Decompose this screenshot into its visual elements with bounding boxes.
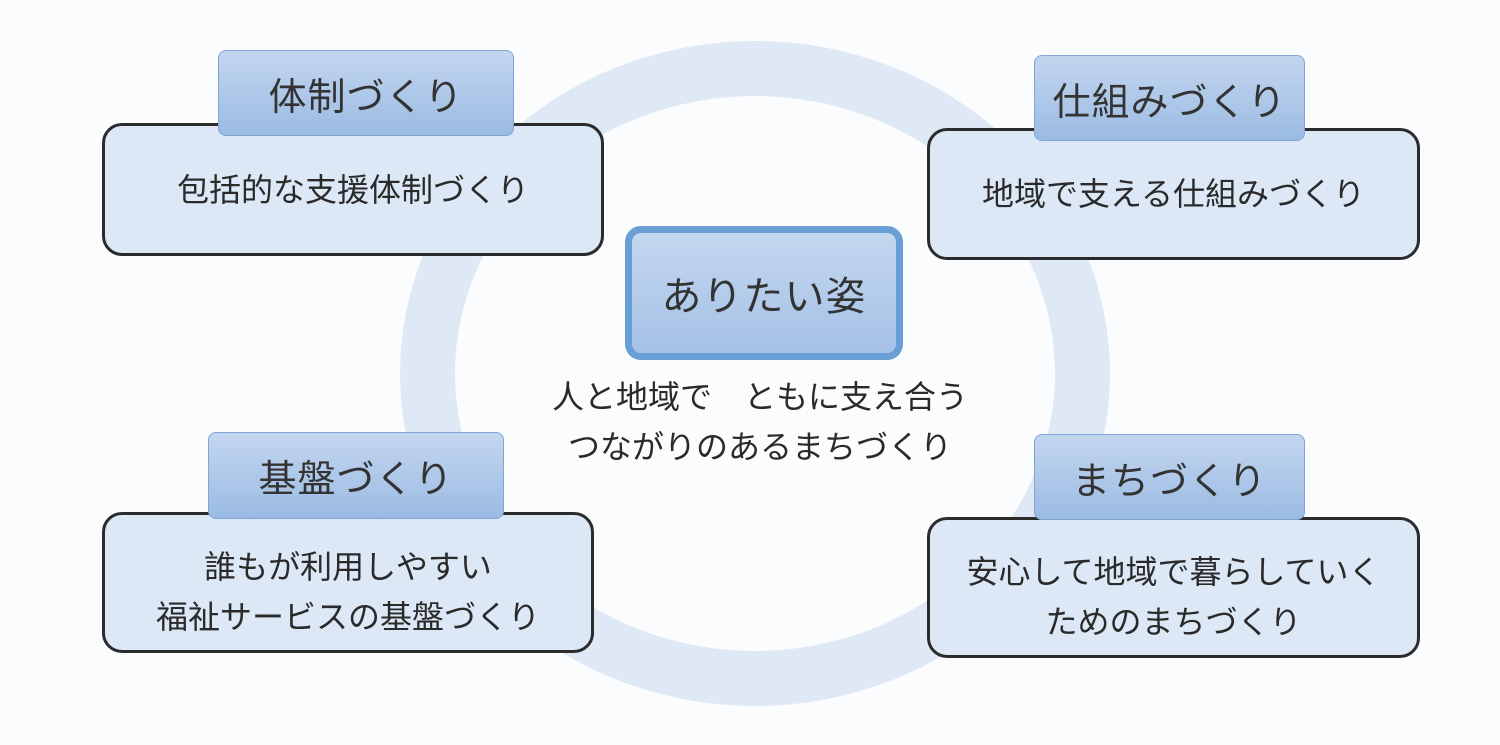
bottom-right-tab: まちづくり: [1034, 434, 1305, 520]
top-right-tab-label: 仕組みづくり: [1052, 79, 1287, 124]
top-left-box: 包括的な支援体制づくり: [102, 123, 604, 256]
bottom-left-text-line-2: 福祉サービスの基盤づくり: [155, 597, 540, 636]
bottom-right-text-line-1: 安心して地域で暮らしていく: [966, 552, 1381, 591]
center-description-line-2: つながりのあるまちづくり: [567, 428, 952, 466]
center-description: 人と地域で ともに支え合う つながりのあるまちづくり: [520, 372, 1000, 472]
top-right-box: 地域で支える仕組みづくり: [927, 128, 1420, 260]
bottom-left-tab-label: 基盤づくり: [258, 457, 454, 501]
top-left-tab: 体制づくり: [218, 50, 514, 136]
bottom-right-text-line-2: ためのまちづくり: [1045, 602, 1302, 641]
center-title-box: ありたい姿: [625, 226, 903, 360]
center-description-line-1: 人と地域で ともに支え合う: [551, 378, 968, 416]
bottom-left-box: 誰もが利用しやすい 福祉サービスの基盤づくり: [102, 512, 594, 653]
top-left-tab-label: 体制づくり: [268, 74, 464, 119]
bottom-right-tab-label: まちづくり: [1071, 458, 1267, 503]
center-title: ありたい姿: [661, 274, 867, 320]
top-right-tab: 仕組みづくり: [1034, 55, 1305, 141]
bottom-left-text-line-1: 誰もが利用しやすい: [204, 547, 492, 586]
top-right-text: 地域で支える仕組みづくり: [981, 175, 1366, 213]
top-left-text: 包括的な支援体制づくり: [176, 170, 529, 209]
bottom-left-tab: 基盤づくり: [208, 432, 504, 519]
bottom-right-box: 安心して地域で暮らしていく ためのまちづくり: [927, 517, 1420, 658]
